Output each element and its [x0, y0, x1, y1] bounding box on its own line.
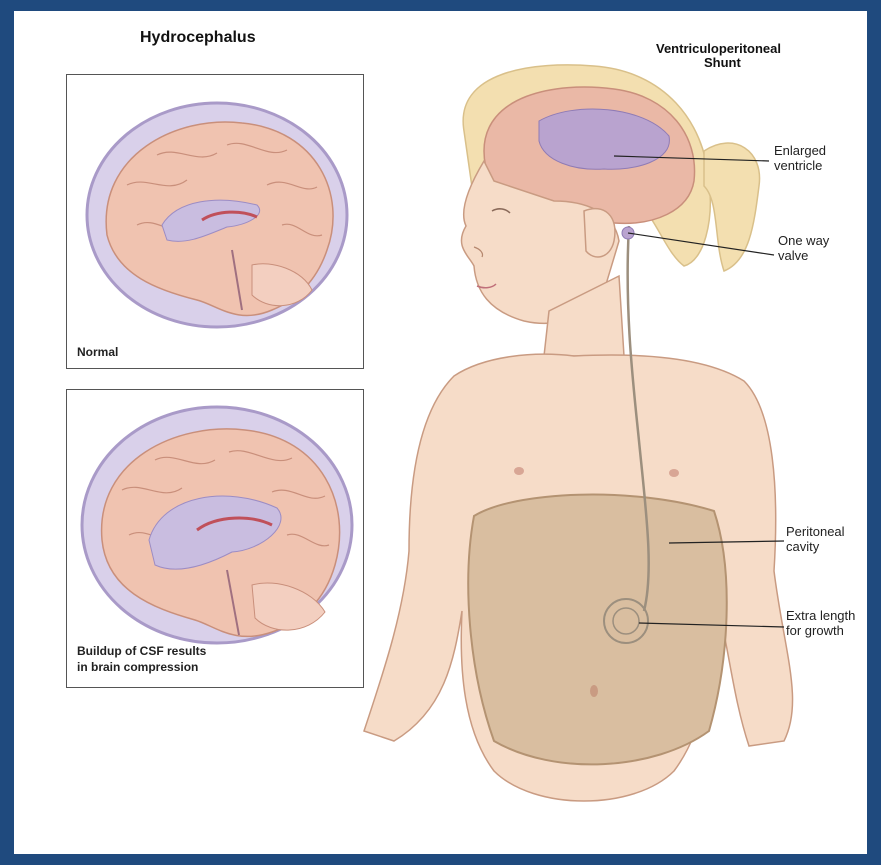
- valve-label-line1: One way: [778, 233, 829, 248]
- peritoneal-cavity-label-line1: Peritoneal: [786, 524, 845, 539]
- extra-length-label-line2: for growth: [786, 623, 844, 638]
- peritoneal-cavity-label-line2: cavity: [786, 539, 819, 554]
- enlarged-ventricle-label-line1: Enlarged: [774, 143, 826, 158]
- enlarged-ventricle-label-line2: ventricle: [774, 158, 822, 173]
- valve-label-line2: valve: [778, 248, 808, 263]
- extra-length-label-line1: Extra length: [786, 608, 855, 623]
- peritoneal-cavity: [468, 495, 726, 765]
- ear: [584, 209, 615, 257]
- child-shunt-illustration: [14, 11, 867, 854]
- diagram-frame: Hydrocephalus Ventriculoperitoneal Shunt…: [14, 11, 867, 854]
